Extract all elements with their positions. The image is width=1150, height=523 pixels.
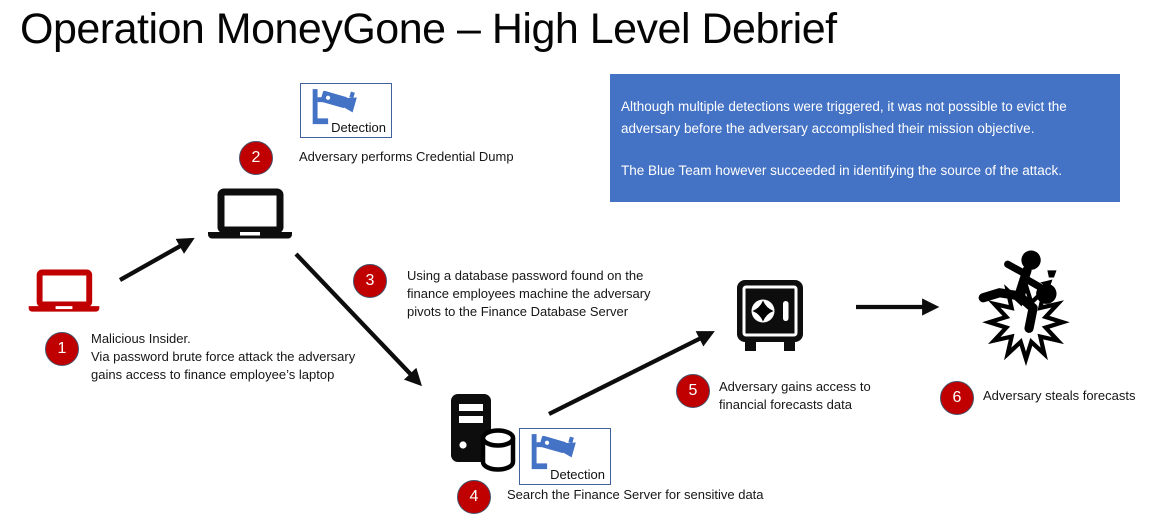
step-4-text: Search the Finance Server for sensitive …: [507, 487, 764, 502]
summary-paragraph-2: The Blue Team however succeeded in ident…: [621, 163, 1063, 178]
step-3-badge: 3: [353, 264, 387, 298]
step-1-number: 1: [57, 340, 67, 357]
finance-server-icon: [451, 394, 516, 472]
cctv-camera-icon: [312, 89, 357, 125]
step-1-badge: 1: [45, 332, 79, 366]
step-4-number: 4: [469, 488, 479, 505]
step-5-number: 5: [688, 382, 698, 399]
detection-label: Detection: [550, 467, 605, 482]
arrow-step1-to-step2: [118, 237, 195, 282]
employee-laptop-icon: [208, 188, 292, 239]
page-title: Operation MoneyGone – High Level Debrief: [20, 5, 837, 53]
safe-vault-icon: [737, 280, 803, 351]
step-1-text: Malicious Insider. Via password brute fo…: [91, 331, 356, 382]
step-4-badge: 4: [457, 480, 491, 514]
step-6-text: Adversary steals forecasts: [983, 388, 1136, 403]
step-3-text: Using a database password found on the f…: [407, 268, 651, 319]
summary-box: Although multiple detections were trigge…: [610, 74, 1120, 202]
cctv-camera-icon: [531, 434, 576, 470]
step-6-badge: 6: [940, 381, 974, 415]
step-5-text: Adversary gains access to financial fore…: [719, 379, 871, 412]
step-2-badge: 2: [239, 141, 273, 175]
step-2-text: Adversary performs Credential Dump: [299, 149, 514, 164]
detection-label: Detection: [331, 120, 386, 135]
running-person-figure: [978, 250, 1057, 333]
step-3-number: 3: [365, 272, 375, 289]
detection-box-credential-dump: Detection: [300, 83, 392, 138]
running-thief-burst-icon: [978, 250, 1070, 367]
step-2-number: 2: [251, 149, 261, 166]
step-6-number: 6: [952, 389, 962, 406]
summary-paragraph-1: Although multiple detections were trigge…: [621, 99, 1067, 136]
detection-box-finance-server: Detection: [519, 428, 611, 485]
step-5-badge: 5: [676, 374, 710, 408]
attacker-laptop-icon: [28, 269, 100, 312]
